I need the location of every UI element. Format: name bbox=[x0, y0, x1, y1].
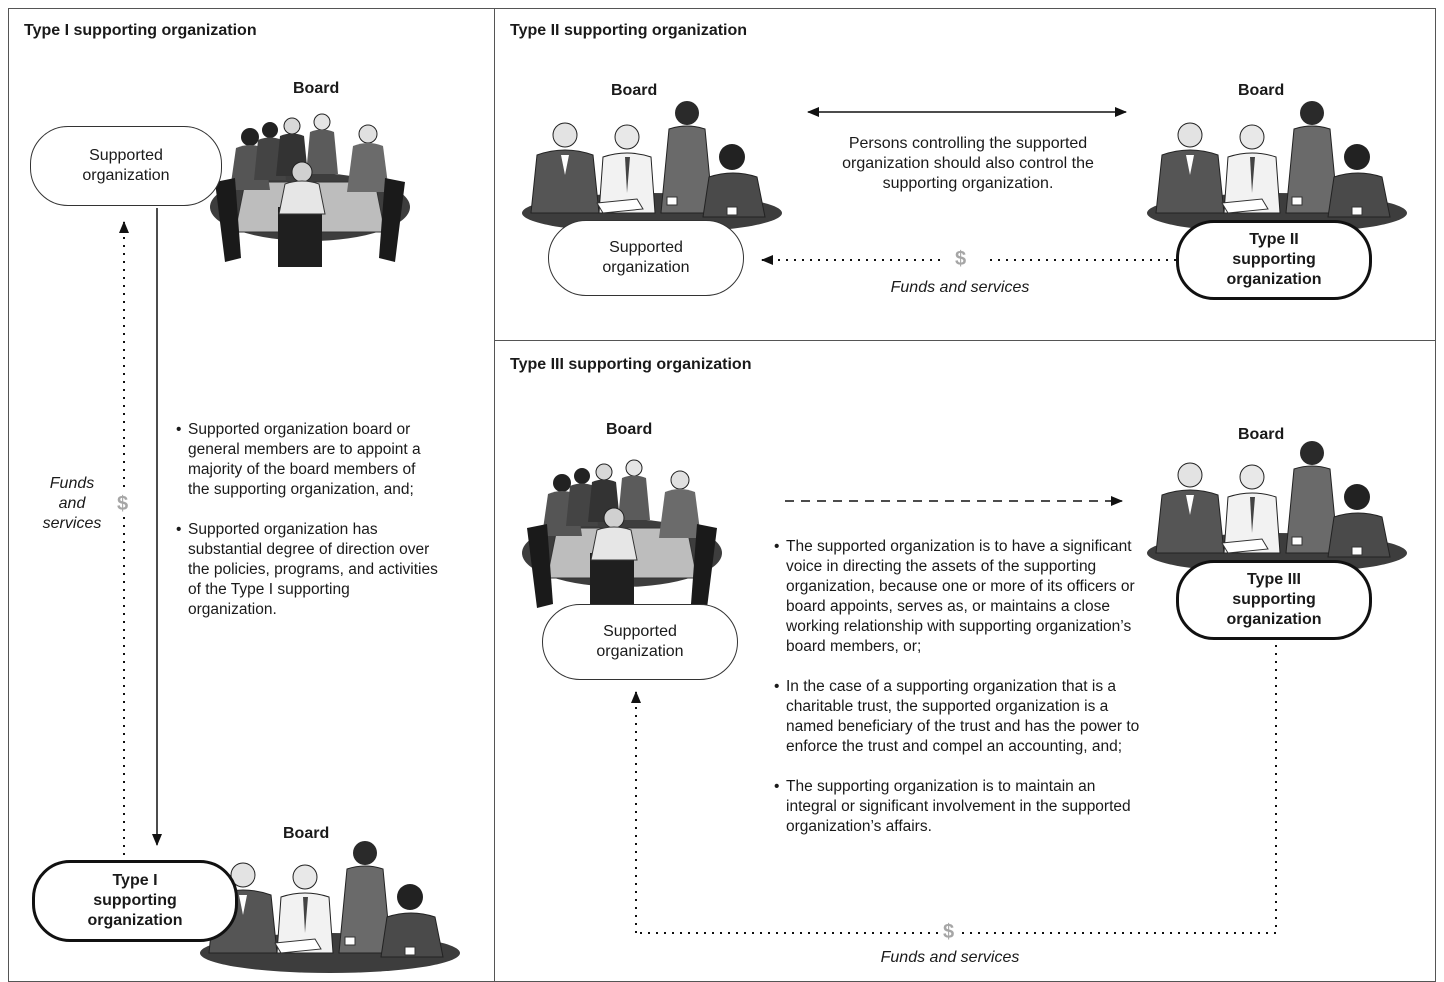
type2-control-line2: organization should also control the bbox=[842, 155, 1094, 172]
type2-board-left-icon bbox=[521, 100, 783, 234]
type3-supporting-org-line3: organization bbox=[1226, 611, 1322, 628]
type3-board-right-label: Board bbox=[1238, 426, 1285, 443]
type1-supporting-org-line1: Type I bbox=[112, 872, 158, 889]
type3-dollar-icon: $ bbox=[943, 921, 955, 943]
type3-supporting-org-box: Type III supporting organization bbox=[1176, 560, 1372, 640]
type2-board-left-label: Board bbox=[611, 82, 658, 99]
type3-board-meeting-icon bbox=[521, 459, 723, 614]
type3-supported-org-line2: organization bbox=[596, 643, 684, 660]
type3-supporting-org-line1: Type III bbox=[1247, 571, 1301, 588]
type3-board-left-label: Board bbox=[606, 421, 653, 438]
type1-funds-caption: Funds and services bbox=[32, 474, 112, 534]
type2-supported-org-line1: Supported bbox=[609, 239, 683, 256]
type1-board-group-icon bbox=[199, 840, 461, 974]
type3-supported-org-box: Supported organization bbox=[542, 604, 738, 680]
type3-bullet-3: The supporting organization is to mainta… bbox=[774, 777, 1150, 837]
type2-dollar-icon: $ bbox=[955, 248, 967, 270]
type1-board-top-label: Board bbox=[293, 80, 340, 97]
type1-bullet-2: Supported organization has substantial d… bbox=[176, 520, 438, 620]
type1-dollar-icon: $ bbox=[117, 493, 129, 516]
type1-bullet-1: Supported organization board or general … bbox=[176, 420, 438, 500]
type1-supporting-org-line3: organization bbox=[87, 912, 183, 929]
type3-supporting-org-line2: supporting bbox=[1232, 591, 1316, 608]
type2-supported-org-line2: organization bbox=[602, 259, 690, 276]
type2-supporting-org-box: Type II supporting organization bbox=[1176, 220, 1372, 300]
type2-board-right-label: Board bbox=[1238, 82, 1285, 99]
type2-funds-caption: Funds and services bbox=[890, 279, 1030, 296]
type1-title: Type I supporting organization bbox=[24, 22, 257, 39]
type3-board-right-icon bbox=[1146, 440, 1408, 574]
type3-bullet-2: In the case of a supporting organization… bbox=[774, 677, 1150, 757]
type2-control-text: Persons controlling the supported organi… bbox=[810, 134, 1126, 194]
type1-funds-line2: and bbox=[58, 495, 86, 512]
type3-supported-org-line1: Supported bbox=[603, 623, 677, 640]
type1-board-meeting-icon bbox=[209, 113, 411, 268]
type3-title: Type III supporting organization bbox=[510, 356, 752, 373]
type3-bullet-1: The supported organization is to have a … bbox=[774, 537, 1150, 657]
type2-board-right-icon bbox=[1146, 100, 1408, 234]
type2-title: Type II supporting organization bbox=[510, 22, 748, 39]
type2-control-line3: supporting organization. bbox=[882, 175, 1054, 192]
type1-board-bottom-label: Board bbox=[283, 825, 330, 842]
type2-supporting-org-line3: organization bbox=[1226, 271, 1322, 288]
type2-supporting-org-line1: Type II bbox=[1249, 231, 1299, 248]
type1-funds-line3: services bbox=[42, 515, 102, 532]
type2-supported-org-box: Supported organization bbox=[548, 220, 744, 296]
type1-supporting-org-line2: supporting bbox=[93, 892, 177, 909]
type3-bullet-list: The supported organization is to have a … bbox=[774, 537, 1150, 857]
type1-supported-org-line1: Supported bbox=[89, 147, 163, 164]
type3-funds-caption: Funds and services bbox=[880, 949, 1020, 966]
type2-control-line1: Persons controlling the supported bbox=[848, 135, 1088, 152]
type1-supporting-org-box: Type I supporting organization bbox=[32, 860, 238, 942]
type1-bullet-list: Supported organization board or general … bbox=[176, 420, 438, 640]
type1-funds-line1: Funds bbox=[49, 475, 95, 492]
type1-supported-org-line2: organization bbox=[82, 167, 170, 184]
type1-supported-org-box: Supported organization bbox=[30, 126, 222, 206]
type2-supporting-org-line2: supporting bbox=[1232, 251, 1316, 268]
